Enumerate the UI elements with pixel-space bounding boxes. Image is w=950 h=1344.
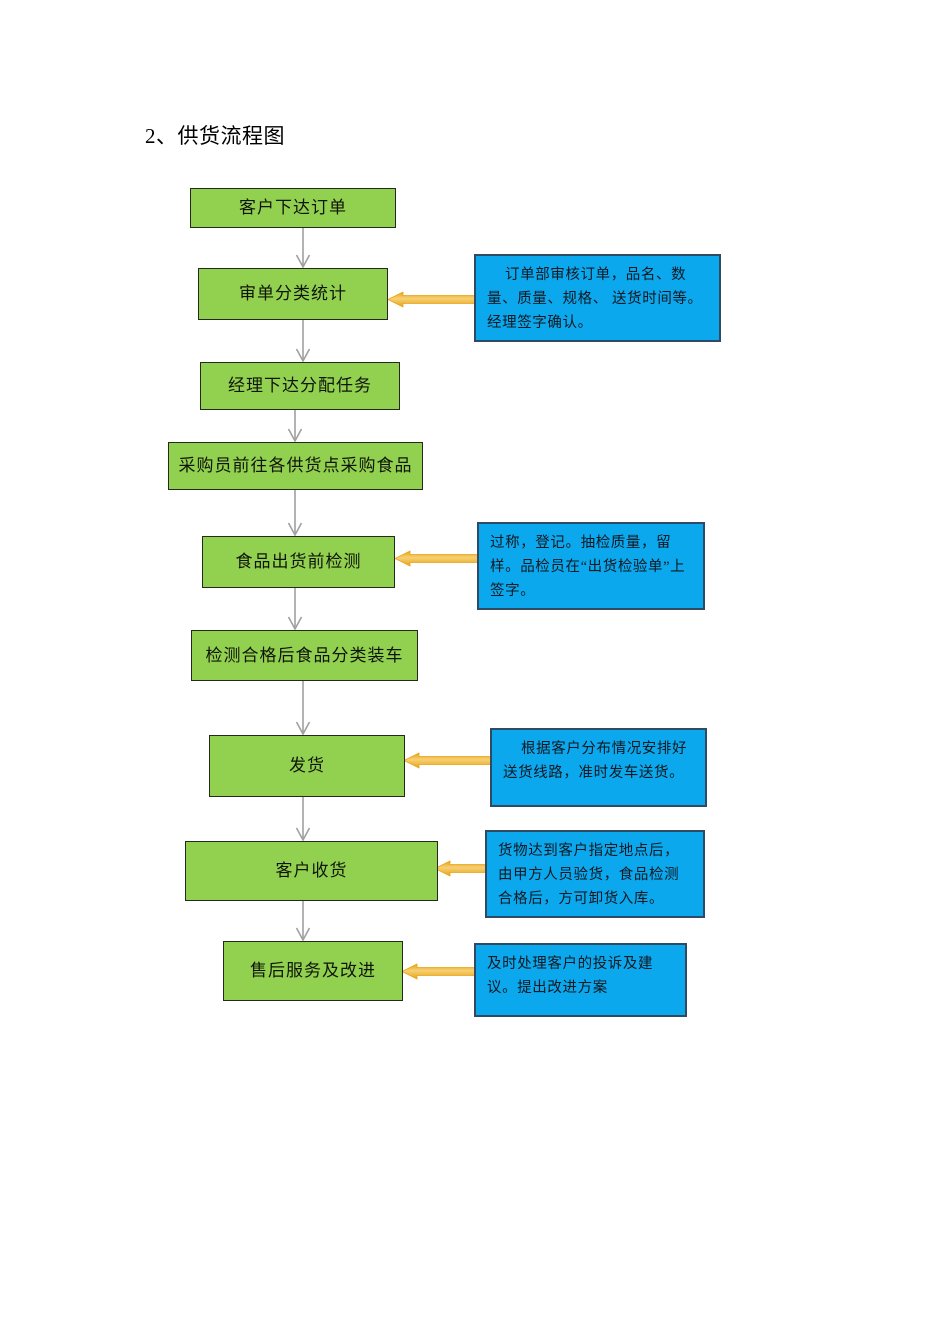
note-box-note-inspection: 过称，登记。抽检质量，留样。品检员在“出货检验单”上签字。 [477,522,705,610]
process-box-purchase-food: 采购员前往各供货点采购食品 [168,442,423,490]
process-box-label: 客户下达订单 [239,198,347,217]
note-box-note-review: 订单部审核订单，品名、数量、质量、规格、 送货时间等。经理签字确认。 [474,254,721,342]
process-box-pre-ship-inspection: 食品出货前检测 [202,536,395,588]
note-box-text: 及时处理客户的投诉及建议。提出改进方案 [487,956,654,996]
process-box-label: 食品出货前检测 [235,552,362,571]
process-box-manager-assign: 经理下达分配任务 [200,362,400,410]
callout-arrow-note-inspection-to-pre-ship-inspection [394,549,480,568]
note-box-note-feedback: 及时处理客户的投诉及建议。提出改进方案 [474,943,687,1017]
connector-arrow-review-classify-to-manager-assign [292,320,314,363]
connector-arrow-purchase-food-to-pre-ship-inspection [284,490,306,537]
note-box-note-receiving: 货物达到客户指定地点后，由甲方人员验货，食品检测合格后，方可卸货入库。 [485,830,705,918]
process-box-label: 经理下达分配任务 [228,376,372,395]
callout-arrow-note-review-to-review-classify [387,290,477,309]
process-box-customer-receive: 客户收货 [185,841,438,901]
process-box-review-classify: 审单分类统计 [198,268,388,320]
process-box-label: 售后服务及改进 [250,961,376,980]
connector-arrow-pre-ship-inspection-to-load-vehicle [284,588,306,631]
note-box-text: 货物达到客户指定地点后，由甲方人员验货，食品检测合格后，方可卸货入库。 [498,843,680,907]
process-box-label: 发货 [289,756,325,775]
connector-arrow-order-placed-to-review-classify [292,228,314,269]
process-box-order-placed: 客户下达订单 [190,188,396,228]
process-box-load-vehicle: 检测合格后食品分类装车 [191,630,418,681]
process-box-label: 审单分类统计 [239,284,347,303]
note-box-note-dispatch: 根据客户分布情况安排好送货线路，准时发车送货。 [490,728,707,807]
process-box-ship-out: 发货 [209,735,405,797]
process-box-label: 检测合格后食品分类装车 [205,645,404,665]
process-box-label: 客户收货 [275,861,348,880]
connector-arrow-load-vehicle-to-ship-out [292,681,314,736]
note-box-text: 根据客户分布情况安排好送货线路，准时发车送货。 [503,741,688,781]
process-box-after-sales: 售后服务及改进 [223,941,403,1001]
connector-arrow-ship-out-to-customer-receive [292,797,314,842]
callout-arrow-note-receiving-to-customer-receive [434,859,488,878]
note-box-text: 过称，登记。抽检质量，留样。品检员在“出货检验单”上签字。 [490,535,686,599]
callout-arrow-note-feedback-to-after-sales [401,962,477,981]
connector-arrow-customer-receive-to-after-sales [292,901,314,942]
callout-arrow-note-dispatch-to-ship-out [403,751,493,770]
note-box-text: 订单部审核订单，品名、数量、质量、规格、 送货时间等。经理签字确认。 [487,267,703,331]
page-title: 2、供货流程图 [145,124,285,148]
process-box-label: 采购员前往各供货点采购食品 [178,456,413,475]
connector-arrow-manager-assign-to-purchase-food [284,410,306,443]
